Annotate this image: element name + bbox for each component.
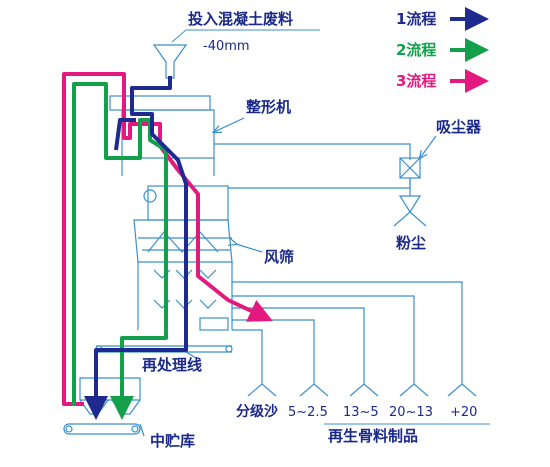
reprocess-line-label: 再处理线 [142, 356, 202, 374]
shaper-leader [214, 117, 245, 132]
legend-flow-3-label: 3流程 [396, 72, 436, 90]
pile-5-2-5-icon [299, 383, 329, 397]
product-line-13-5 [232, 307, 365, 384]
dust-collector-label: 吸尘器 [436, 118, 482, 136]
product-5-2-5-label: 5~2.5 [288, 405, 328, 420]
recycled-products-label: 再生骨料制品 [328, 427, 418, 445]
product-20-13-label: 20~13 [389, 405, 433, 420]
flow-1-path [84, 76, 188, 420]
pile-plus20-icon [447, 383, 477, 397]
dust-collector-leader [420, 135, 437, 158]
shaper-label: 整形机 [246, 98, 291, 116]
product-13-5-label: 13~5 [343, 405, 379, 420]
legend-flow-2-label: 2流程 [396, 41, 436, 59]
flow-2-path [72, 82, 168, 420]
reprocess-leader [185, 351, 197, 359]
discharge-box [199, 317, 229, 331]
diagram-title: 投入混凝土废料 [188, 10, 293, 28]
fan-icon [143, 189, 157, 203]
buffer-bin-label: 中贮库 [150, 432, 195, 450]
product-line-sand [232, 329, 263, 384]
dust-collector-cross [399, 157, 421, 179]
graded-sand-label: 分级沙 [236, 403, 278, 420]
feed-hopper-icon [152, 44, 188, 79]
buffer-pulley-right [131, 425, 139, 433]
air-sieve-body [133, 219, 233, 263]
pile-sand-icon [247, 383, 277, 397]
air-sieve-zigzag [147, 231, 219, 253]
dust-duct-top [214, 143, 411, 160]
product-line-20-13 [232, 295, 415, 384]
pile-13-5-icon [349, 383, 379, 397]
dust-collector-cone [398, 178, 422, 214]
product-plus20-label: +20 [450, 405, 477, 420]
legend-flow-1-label: 1流程 [396, 10, 436, 28]
flow-1-feed-return [114, 118, 136, 151]
dust-label: 粉尘 [396, 234, 426, 252]
conveyor-pulley-right [225, 345, 233, 353]
buffer-bin-body [79, 377, 141, 401]
feed-size-label: -40mm [203, 39, 250, 54]
buffer-bin-conveyor [63, 423, 141, 435]
buffer-leader [139, 423, 145, 437]
product-line-plus20 [232, 281, 463, 384]
buffer-pulley-left [65, 425, 73, 433]
legend: 1流程 2流程 3流程 [396, 7, 489, 93]
flow-3-path [62, 72, 273, 406]
dust-pile-icon [393, 211, 427, 227]
air-sieve-label: 风筛 [264, 248, 294, 266]
buffer-bin-hoppers [79, 399, 141, 415]
pile-20-13-icon [399, 383, 429, 397]
air-sieve-leader [236, 244, 263, 253]
title-leader-tick [171, 29, 187, 43]
dust-duct-mid [228, 178, 411, 189]
